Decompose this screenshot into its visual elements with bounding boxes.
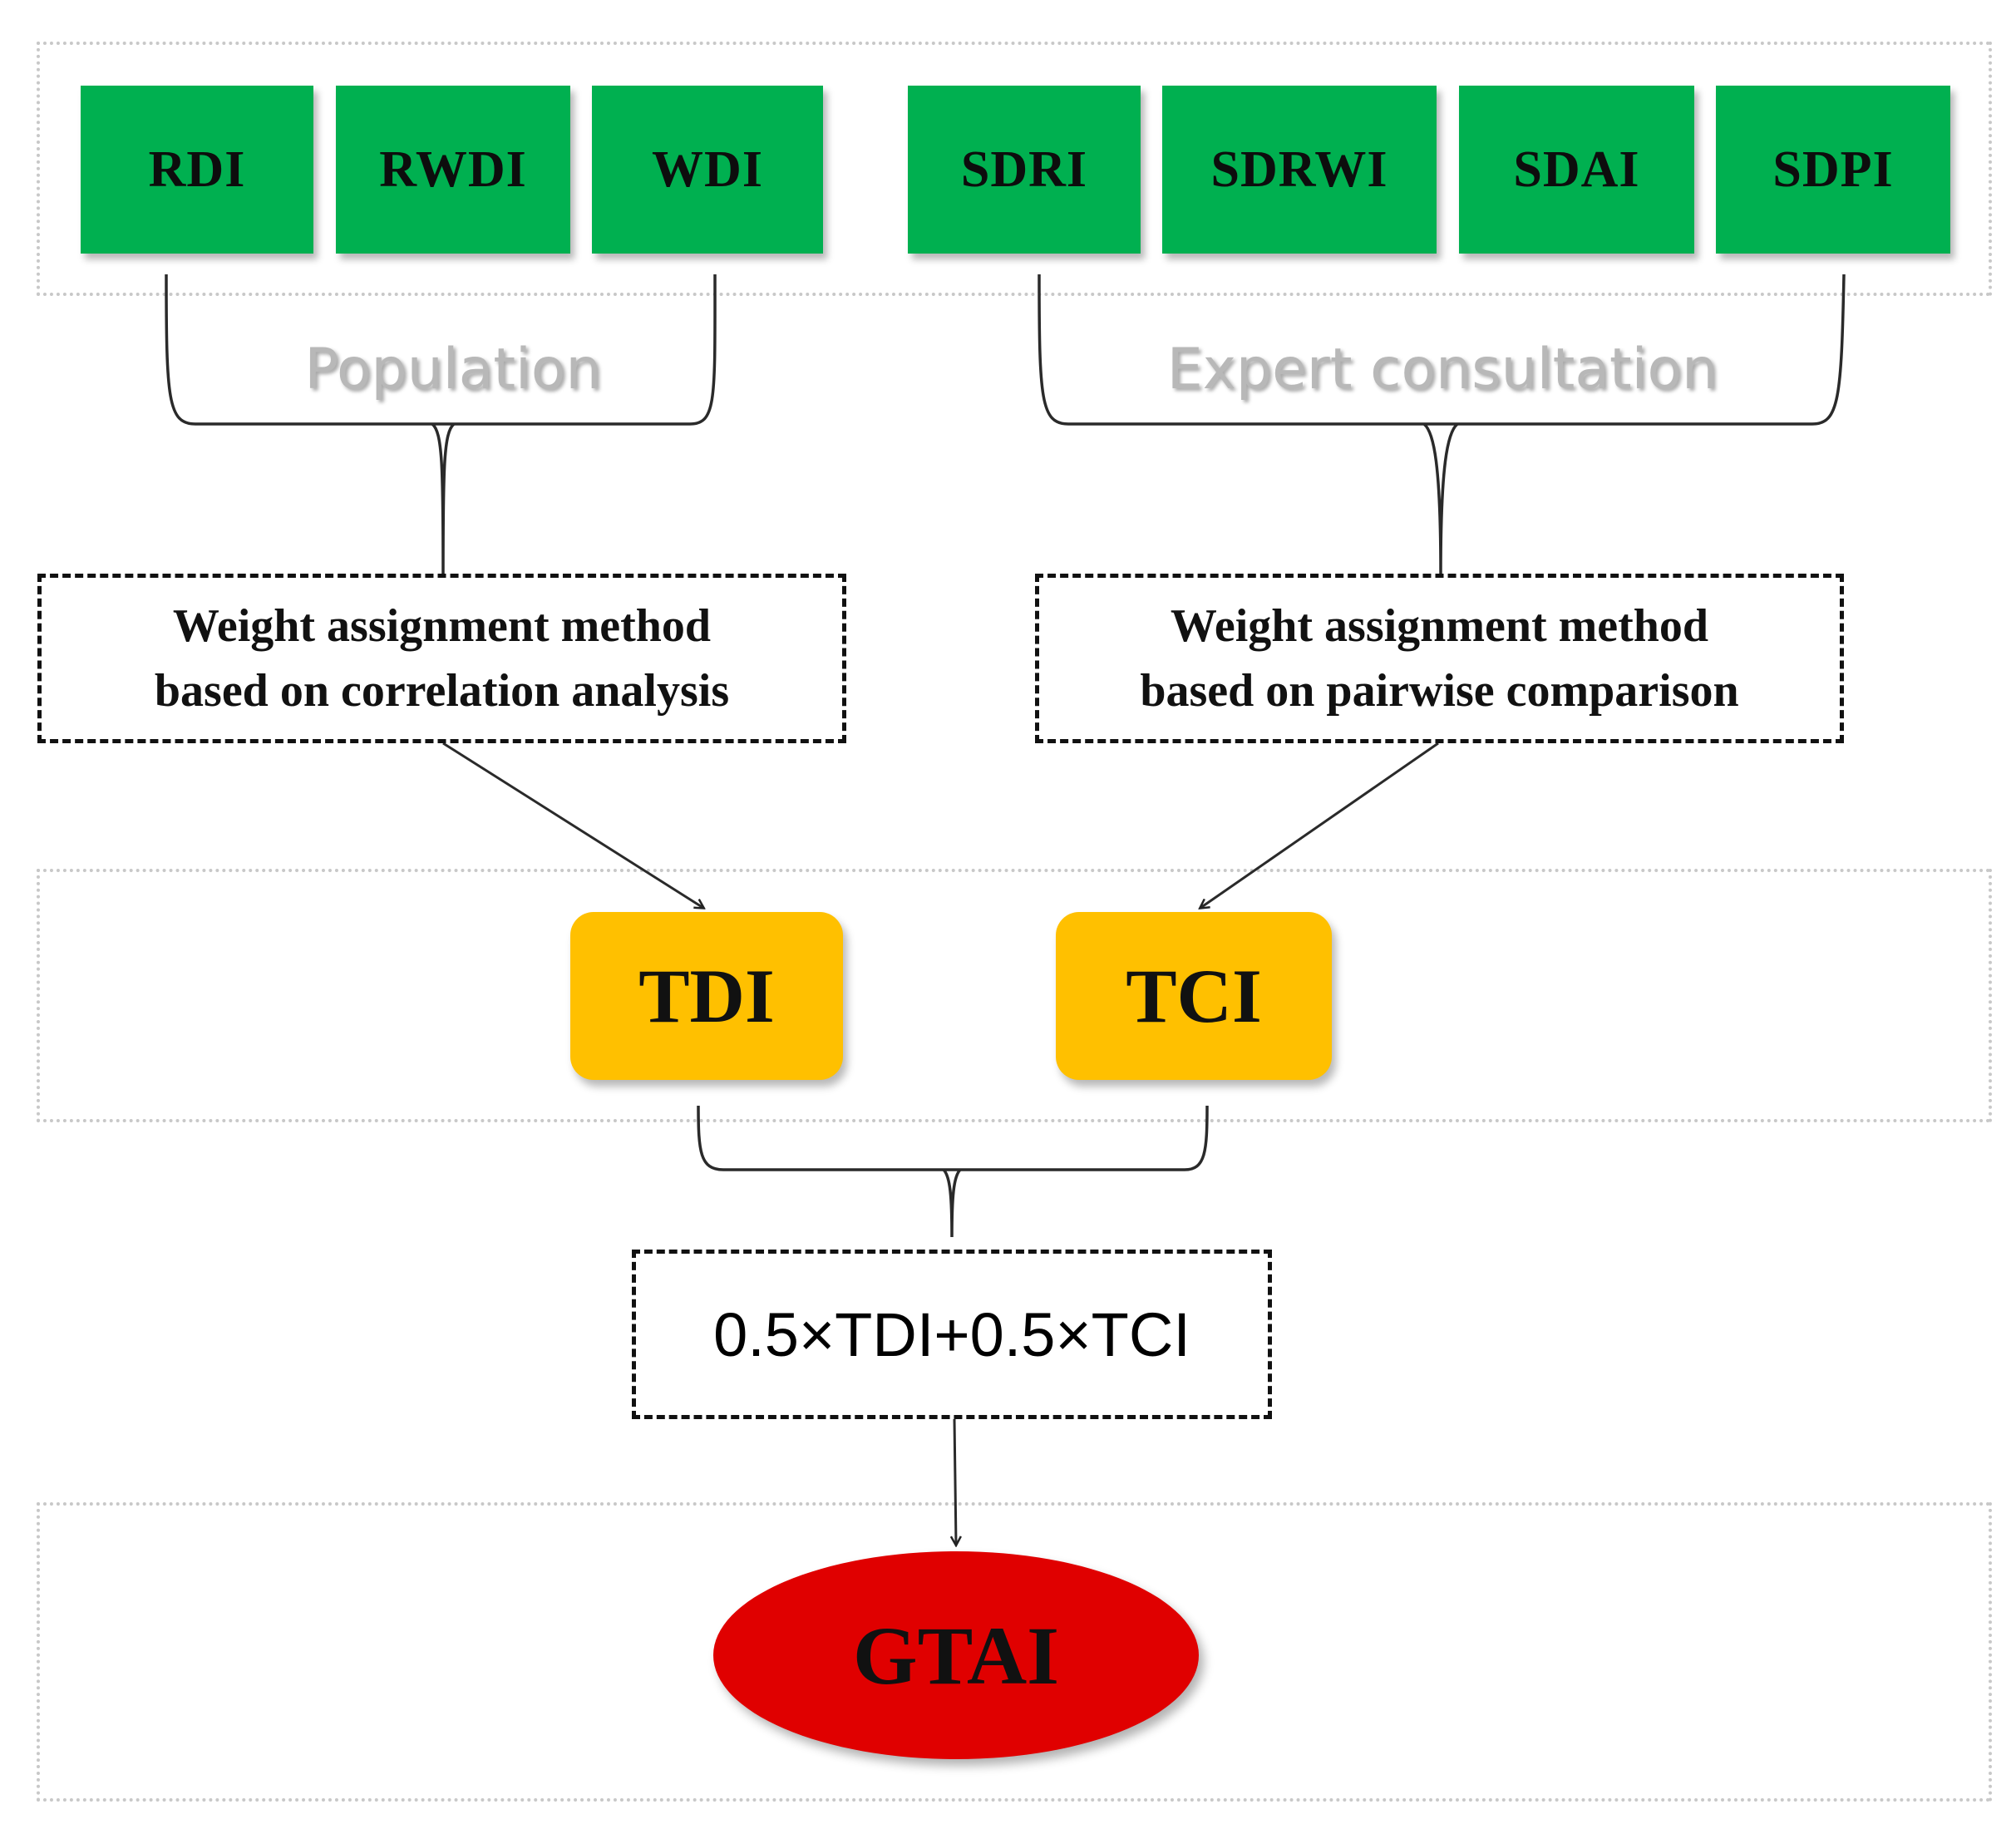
group-label-expert-consultation: Expert consultation	[1166, 337, 1718, 402]
arrow-formula-to-gtai	[954, 1418, 956, 1545]
method-left-line1: Weight assignment method	[172, 600, 712, 652]
indicator-wdi: WDI	[592, 86, 823, 254]
brace-bottom	[697, 1105, 1209, 1171]
group-label-population: Population	[304, 337, 602, 402]
indicator-rwdi: RWDI	[336, 86, 570, 254]
indicator-panel	[37, 42, 1992, 296]
indicator-sdai: SDAI	[1459, 86, 1694, 254]
method-right-line1: Weight assignment method	[1170, 600, 1709, 652]
method-box-pairwise: Weight assignment method based on pairwi…	[1035, 574, 1844, 743]
method-left-line2: based on correlation analysis	[154, 665, 730, 717]
method-right-line2: based on pairwise comparison	[1140, 665, 1739, 717]
component-tdi: TDI	[570, 912, 843, 1080]
brace-right-tip	[1422, 422, 1459, 574]
component-tci: TCI	[1056, 912, 1332, 1080]
brace-left-tip	[431, 422, 456, 574]
method-box-correlation: Weight assignment method based on correl…	[37, 574, 846, 743]
indicator-sdrwi: SDRWI	[1162, 86, 1437, 254]
indicator-rdi: RDI	[81, 86, 313, 254]
brace-right	[1038, 274, 1846, 426]
component-panel	[37, 869, 1992, 1122]
indicator-sdri: SDRI	[908, 86, 1141, 254]
brace-bottom-tip	[942, 1168, 962, 1238]
formula-box: 0.5×TDI+0.5×TCI	[632, 1250, 1272, 1419]
result-panel	[37, 1502, 1992, 1802]
arrow-right-to-tci	[1200, 742, 1439, 908]
indicator-sdpi: SDPI	[1716, 86, 1950, 254]
result-gtai: GTAI	[713, 1551, 1199, 1759]
arrow-left-to-tdi	[442, 742, 703, 908]
brace-left	[165, 274, 717, 426]
